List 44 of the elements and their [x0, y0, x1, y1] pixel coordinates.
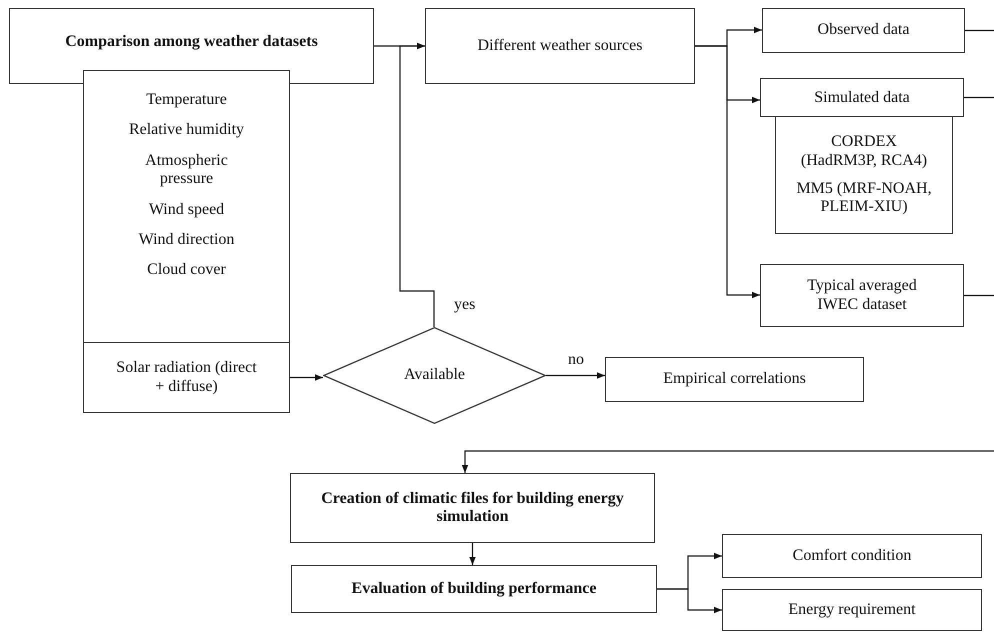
node-text: Comfort condition	[792, 546, 912, 566]
arrow	[546, 372, 605, 379]
process-box	[762, 8, 965, 53]
process-box	[722, 589, 982, 631]
connector-line	[964, 96, 994, 98]
process-box	[425, 8, 695, 84]
connector-line	[965, 30, 994, 32]
process-box	[291, 565, 657, 613]
process-box	[83, 342, 290, 413]
arrow	[290, 374, 323, 381]
node-text: Empirical correlations	[663, 370, 806, 389]
node-text: Relative humidity	[128, 121, 244, 140]
process-box	[722, 534, 982, 578]
node-text: Solar radiation (direct + diffuse)	[115, 359, 258, 396]
list-box	[775, 116, 953, 234]
arrow	[657, 588, 722, 614]
connector-line	[964, 294, 994, 296]
node-text: Atmospheric pressure	[144, 152, 229, 189]
list-box	[83, 70, 290, 343]
node-text: Evaluation of building performance	[352, 580, 596, 598]
node-text: Wind speed	[148, 200, 224, 219]
node-text: Typical averaged IWEC dataset	[806, 277, 918, 314]
arrow	[695, 45, 760, 298]
node-text: CORDEX (HadRM3P, RCA4)	[800, 133, 928, 170]
node-text: Temperature	[146, 91, 227, 110]
process-box	[760, 78, 964, 117]
node-text: Wind direction	[138, 230, 234, 250]
arrow	[399, 42, 435, 327]
node-text: Different weather sources	[478, 36, 642, 56]
process-box	[605, 357, 864, 402]
process-box	[290, 473, 655, 543]
arrow	[462, 450, 994, 473]
node-text: Creation of climatic files for building energy simulation	[320, 490, 625, 526]
node-text: Comparison among weather datasets	[65, 33, 318, 52]
arrow	[469, 543, 476, 565]
process-box	[9, 8, 374, 84]
node-text: MM5 (MRF-NOAH, PLEIM-XIU)	[795, 180, 933, 217]
node-text: Simulated data	[814, 89, 910, 108]
decision-diamond	[323, 327, 546, 424]
node-text: Energy requirement	[788, 600, 916, 620]
node-text: Cloud cover	[147, 261, 226, 280]
node-text: Available	[404, 366, 465, 385]
process-box	[760, 264, 964, 327]
node-text: Observed data	[818, 21, 910, 40]
